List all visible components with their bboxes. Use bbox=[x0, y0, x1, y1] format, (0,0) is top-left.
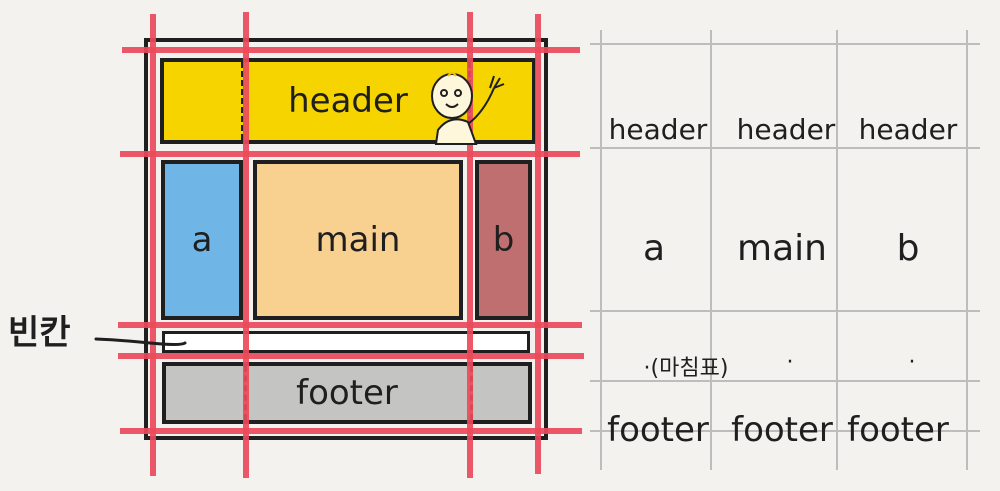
blank-callout-pointer bbox=[94, 337, 187, 346]
grid-line-col-2 bbox=[243, 12, 249, 478]
table-line-col-1 bbox=[600, 30, 602, 470]
blank-callout-label: 빈칸 bbox=[8, 313, 71, 353]
table-line-col-4 bbox=[966, 30, 968, 470]
grid-line-row-5 bbox=[120, 428, 582, 434]
grid-template-areas-table: header header header a main b ·(마침표) · ·… bbox=[590, 30, 990, 470]
table-line-col-2 bbox=[710, 30, 712, 470]
table-line-row-1 bbox=[590, 43, 980, 45]
waving-character-icon bbox=[431, 72, 505, 145]
header-area: header bbox=[160, 58, 536, 144]
cell-r4-c1: footer bbox=[607, 410, 709, 450]
footer-area-label: footer bbox=[296, 373, 398, 413]
table-line-row-3 bbox=[590, 310, 980, 312]
cell-r2-c1: a bbox=[642, 228, 666, 269]
header-area-label: header bbox=[288, 81, 408, 121]
b-area-label: b bbox=[492, 220, 515, 260]
cell-r2-c3: b bbox=[896, 228, 920, 269]
header-dash-left bbox=[241, 62, 244, 140]
grid-line-row-2 bbox=[120, 151, 580, 157]
grid-line-row-4 bbox=[118, 353, 584, 359]
cell-r4-c3: footer bbox=[847, 410, 949, 450]
grid-container bbox=[144, 38, 548, 440]
grid-line-col-3 bbox=[467, 12, 473, 478]
table-line-col-3 bbox=[836, 30, 838, 470]
grid-line-col-4 bbox=[535, 14, 541, 474]
grid-line-row-1 bbox=[122, 47, 580, 53]
cell-r1-c2: header bbox=[736, 113, 836, 146]
layout-illustration: header a main b footer 빈칸 bbox=[8, 12, 584, 478]
b-area: b bbox=[475, 160, 532, 320]
a-area-label: a bbox=[191, 220, 213, 260]
main-area: main bbox=[253, 160, 463, 320]
table-line-row-2 bbox=[590, 147, 980, 149]
cell-r2-c2: main bbox=[737, 228, 827, 269]
cell-r1-c1: header bbox=[608, 113, 708, 146]
blank-area bbox=[162, 331, 530, 353]
cell-r1-c3: header bbox=[858, 113, 958, 146]
table-line-row-5 bbox=[590, 430, 980, 432]
grid-line-col-1 bbox=[150, 14, 156, 476]
footer-area: footer bbox=[162, 362, 532, 424]
cell-r3-c2: · bbox=[786, 350, 794, 375]
cell-r3-c1: ·(마침표) bbox=[643, 356, 729, 381]
main-area-label: main bbox=[315, 220, 401, 260]
cell-r3-c3: · bbox=[908, 350, 916, 375]
cell-r4-c2: footer bbox=[731, 410, 833, 450]
grid-line-row-3 bbox=[118, 322, 582, 328]
a-area: a bbox=[161, 160, 243, 320]
table-line-row-4 bbox=[590, 380, 980, 382]
